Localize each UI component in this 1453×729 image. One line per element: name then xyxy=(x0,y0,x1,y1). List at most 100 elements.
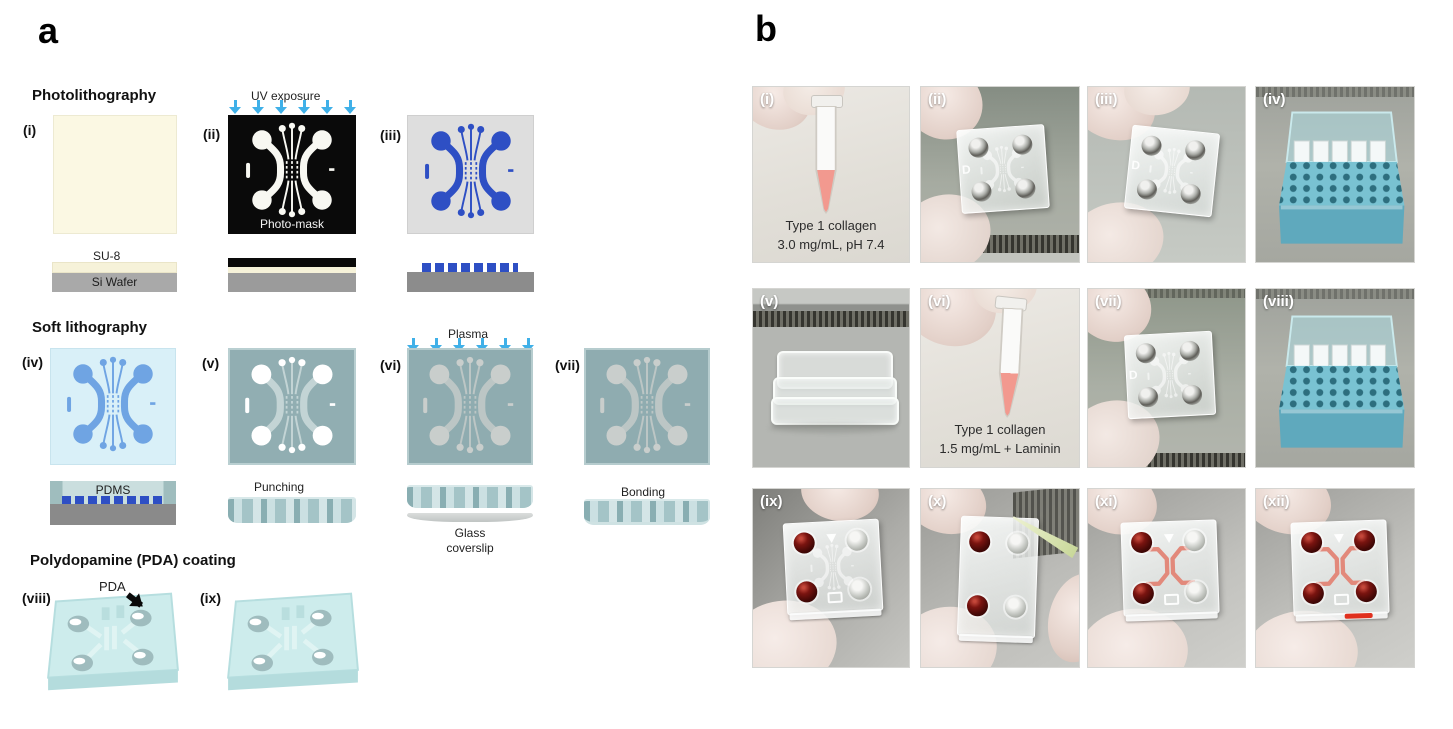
pdms-replica-top-view xyxy=(228,348,356,465)
si-wafer-label: Si Wafer xyxy=(91,275,138,289)
media-port-red xyxy=(795,580,818,603)
pdms-cast-top-view xyxy=(50,348,176,465)
chip-marking: D xyxy=(1128,367,1138,383)
pdms-chip xyxy=(956,515,1040,644)
pdms-channel-pattern xyxy=(593,351,701,459)
photo-chip-seeded: (ix) xyxy=(752,488,910,668)
media-port-empty xyxy=(1004,596,1027,618)
chip-port xyxy=(1011,133,1034,156)
photo-label: (vii) xyxy=(1095,293,1122,310)
media-port-empty xyxy=(848,578,871,601)
red-media-streak xyxy=(1344,612,1373,619)
pda-label: PDA xyxy=(99,579,126,594)
photomask-top-view: Photo-mask xyxy=(228,115,356,234)
su8-features-crosssection xyxy=(422,263,518,272)
developed-su8-mold-top-view xyxy=(407,115,534,234)
su8-coated-wafer-top-view xyxy=(53,115,177,234)
su8-layer-crosssection xyxy=(228,267,356,273)
photo-collagen-3mg: (i) Type 1 collagen 3.0 mg/mL, pH 7.4 xyxy=(752,86,910,263)
chip-square-marking xyxy=(1163,593,1180,606)
si-wafer-crosssection xyxy=(407,272,534,292)
bench-grille xyxy=(753,311,909,327)
chip-triangle-marking xyxy=(1333,533,1345,544)
photo-dish-stack: (v) xyxy=(752,288,910,468)
photomask-pattern xyxy=(239,117,345,223)
bonded-device-top-view xyxy=(584,348,710,465)
chip-port xyxy=(1179,183,1202,206)
photomask-crosssection xyxy=(228,258,356,267)
uv-arrow-row xyxy=(229,100,356,114)
photo-collagen-laminin: (vi) Type 1 collagen 1.5 mg/mL + Laminin xyxy=(920,288,1080,468)
pda-coated-chip-3d xyxy=(42,580,184,702)
uv-arrow-icon xyxy=(344,100,356,114)
bench-grille xyxy=(1256,87,1414,97)
photo-chip-pipetting: (x) xyxy=(920,488,1080,668)
photo-label: (iv) xyxy=(1263,91,1286,108)
chip-side-face xyxy=(1295,611,1388,622)
step-label-vii: (vii) xyxy=(555,357,580,373)
pdms-punched-pattern xyxy=(238,351,346,459)
pipette-tip-rack xyxy=(1260,307,1412,459)
photo-chip-held: (vii) D xyxy=(1087,288,1246,468)
chip-marking: D xyxy=(1130,157,1141,173)
chip-triangle-marking xyxy=(1163,533,1175,544)
photo-caption-line2: 3.0 mg/mL, pH 7.4 xyxy=(777,237,885,252)
plasma-arrow-icon xyxy=(476,338,488,352)
si-wafer-crosssection xyxy=(50,504,176,525)
su8-layer-crosssection xyxy=(52,262,177,273)
panel-a-label: a xyxy=(38,10,59,51)
chip-port xyxy=(1137,386,1159,408)
photo-label: (viii) xyxy=(1263,293,1294,310)
bonding-label: Bonding xyxy=(621,485,666,499)
chip-triangle-marking xyxy=(826,533,837,544)
plasma-arrow-row xyxy=(407,338,534,352)
photo-chip-perfused: (xi) xyxy=(1087,488,1246,668)
panel-b-label: b xyxy=(755,8,777,49)
collagen-tube xyxy=(817,107,835,212)
pdms-channel-pattern xyxy=(416,351,524,459)
uv-arrow-icon xyxy=(252,100,264,114)
uv-exposure-label: UV exposure xyxy=(251,89,321,103)
photo-chip-held: (iii) D xyxy=(1087,86,1246,263)
gloved-finger xyxy=(1039,567,1079,667)
photo-label: (v) xyxy=(760,293,779,310)
plasma-label: Plasma xyxy=(448,327,489,341)
photo-chip-held: (ii) D xyxy=(920,86,1080,263)
pdms-label: PDMS xyxy=(95,483,131,497)
step-label-vi: (vi) xyxy=(380,357,401,373)
uv-arrow-icon xyxy=(275,100,287,114)
photo-label: (iii) xyxy=(1095,91,1118,108)
step-label-i: (i) xyxy=(23,122,37,138)
su8-label: SU-8 xyxy=(93,249,121,263)
step-label-iii: (iii) xyxy=(380,127,401,143)
media-port-empty xyxy=(846,529,869,552)
plasma-arrow-icon xyxy=(522,338,534,352)
step-label-iv: (iv) xyxy=(22,354,43,370)
step-label-ix: (ix) xyxy=(200,590,221,606)
pdms-pattern xyxy=(60,351,166,457)
photo-label: (xii) xyxy=(1263,493,1290,510)
photo-caption-line1: Type 1 collagen xyxy=(954,422,1046,437)
bench-grille xyxy=(1256,289,1414,299)
pdms-chip: D xyxy=(956,124,1050,214)
step-label-viii: (viii) xyxy=(22,590,51,606)
pda-coated-chip-3d xyxy=(222,580,364,702)
photo-caption-line2: 1.5 mg/mL + Laminin xyxy=(939,441,1061,456)
dish-layer xyxy=(771,397,899,425)
step-label-ii: (ii) xyxy=(203,126,221,142)
pdms-crosssection xyxy=(407,485,533,508)
chip-side-face xyxy=(789,608,882,621)
media-port-filling xyxy=(1006,532,1029,555)
section-heading-photolithography: Photolithography xyxy=(32,87,157,104)
chip-square-marking xyxy=(827,591,843,604)
si-wafer-crosssection: Si Wafer xyxy=(52,273,177,292)
chip-port xyxy=(1179,340,1201,362)
media-port-red xyxy=(966,594,989,617)
glass-coverslip-label-line1: Glass xyxy=(454,526,486,540)
pdms-chip xyxy=(1290,519,1390,622)
plasma-arrow-icon xyxy=(453,338,465,352)
bench-grille xyxy=(1088,289,1245,298)
bonded-device-crosssection xyxy=(584,499,710,525)
glass-coverslip-label-line2: coverslip xyxy=(446,541,494,555)
